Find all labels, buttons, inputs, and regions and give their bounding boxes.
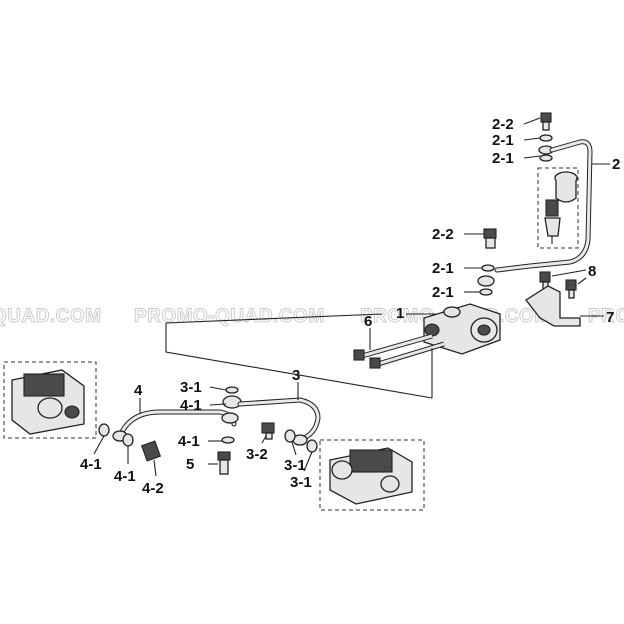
right-caliper-group	[319, 439, 425, 511]
callout-2-1-top-a: 2-1	[492, 132, 514, 149]
callout-4: 4	[134, 382, 143, 399]
callout-2-1-mid-b: 2-1	[432, 284, 454, 301]
washer-3-1-a	[225, 386, 239, 394]
junction-fitting-upper	[222, 395, 242, 409]
washer-mid-2	[479, 288, 493, 296]
link-line-left	[165, 323, 433, 399]
callout-2-1-top-b: 2-1	[492, 150, 514, 167]
washer-3-1-b	[284, 429, 296, 443]
callout-3-1-a: 3-1	[180, 379, 202, 396]
washer-4-1-b	[122, 433, 134, 447]
washer-top-2	[539, 154, 553, 162]
callout-2-2-top: 2-2	[492, 116, 514, 133]
leader-lines	[93, 117, 610, 477]
callout-labels: 2-2 2-1 2-1 2 2-2 2-1 2-1 8 1 6 7 3 4 3-…	[80, 116, 620, 497]
master-cylinder	[423, 303, 501, 355]
callout-7: 7	[606, 309, 614, 326]
callout-3-1-b: 3-1	[284, 457, 306, 474]
callout-4-2: 4-2	[142, 480, 164, 497]
watermark-edge: PROMO-QUAD.COM	[588, 306, 624, 327]
left-caliper-pad	[23, 373, 65, 397]
bracket-bolt-2	[565, 279, 577, 291]
banjo-bolt-mid	[483, 228, 497, 239]
left-caliper-box	[3, 361, 97, 439]
reservoir-assembly	[494, 112, 593, 273]
washer-3-1-c	[306, 439, 318, 453]
bracket-assembly	[525, 271, 581, 327]
link-line-top	[165, 313, 383, 324]
callout-4-1-b: 4-1	[178, 433, 200, 450]
callout-3-2: 3-2	[246, 446, 268, 463]
washer-top-1	[539, 134, 553, 142]
callout-4-1-c: 4-1	[80, 456, 102, 473]
junction-fitting-lower	[221, 412, 239, 424]
reservoir-detail-box	[537, 167, 579, 249]
callout-2-1-mid-a: 2-1	[432, 260, 454, 277]
brake-hose-3	[237, 397, 321, 443]
callout-6: 6	[364, 313, 372, 330]
bolt-6a	[353, 349, 365, 361]
callout-8: 8	[588, 263, 596, 280]
front-right-hose-group	[237, 397, 321, 453]
callout-3-1-c: 3-1	[290, 474, 312, 491]
right-caliper-box	[319, 439, 425, 511]
banjo-bolt-3-2	[261, 422, 275, 434]
bracket-bolt-1	[539, 271, 551, 283]
washer-4-1-a	[98, 423, 110, 437]
mounting-bracket	[525, 285, 581, 327]
callout-2-2-mid: 2-2	[432, 226, 454, 243]
washer-mid-1	[481, 264, 495, 272]
front-left-hose-group	[98, 409, 237, 462]
bolt-5-shank	[219, 459, 229, 475]
bolt-6b	[369, 357, 381, 369]
banjo-bolt-top	[540, 112, 552, 123]
callout-5: 5	[186, 456, 194, 473]
watermark-center: PROMO-QUAD.COM	[134, 306, 325, 327]
junction-stack	[217, 386, 242, 475]
reservoir-body	[555, 180, 577, 203]
callout-3: 3	[292, 367, 300, 384]
watermark-left: QUAD.COM	[0, 306, 102, 327]
mounting-bolts	[353, 333, 445, 369]
master-cylinder-fittings	[477, 228, 497, 296]
callout-2: 2	[612, 156, 620, 173]
banjo-fitting-mid	[477, 275, 495, 287]
bolt-5-head	[217, 451, 231, 461]
callout-4-1-d: 4-1	[114, 468, 136, 485]
washer-4-1-c	[221, 436, 235, 444]
callout-1: 1	[396, 305, 404, 322]
right-caliper-pad	[349, 449, 393, 473]
banjo-bolt-4-2	[140, 440, 162, 462]
callout-4-1-a: 4-1	[180, 397, 202, 414]
left-caliper-group	[3, 361, 97, 439]
